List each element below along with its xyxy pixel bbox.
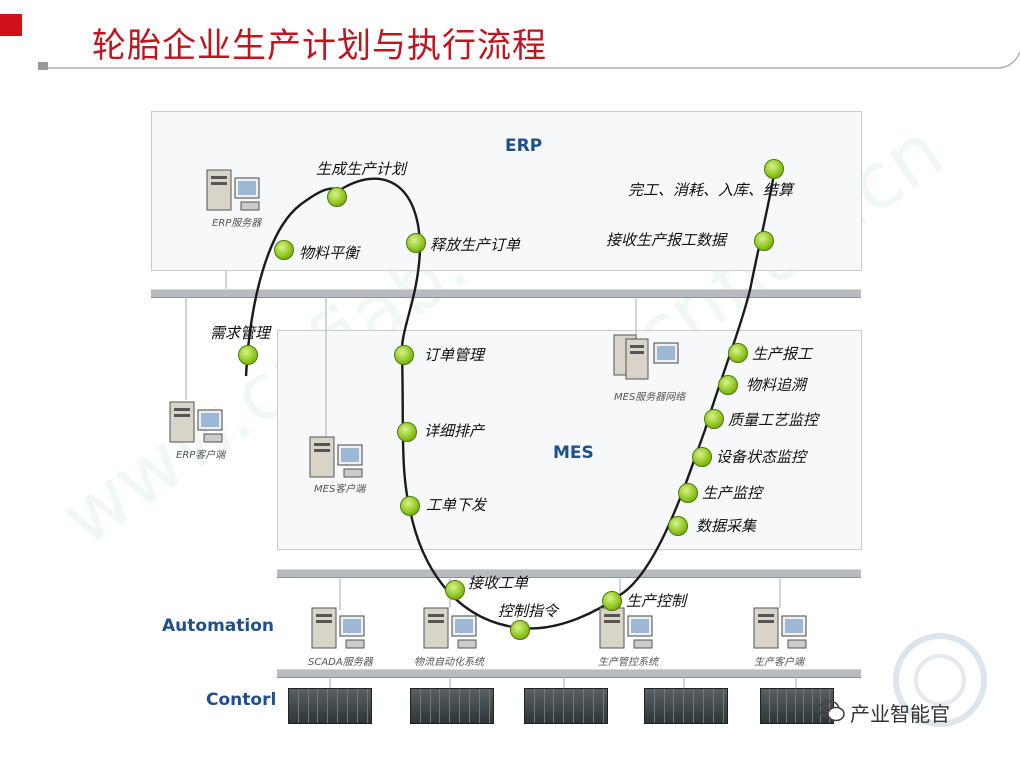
step-label: 物料平衡 [299,244,360,262]
step-label: 完工、消耗、入库、结算 [628,181,794,199]
step-label: 生产报工 [752,345,813,363]
erp-client-icon [169,401,223,443]
step-label: 设备状态监控 [716,448,807,466]
logistics-system-label: 物流自动化系统 [414,657,484,668]
brand-emblem [893,633,987,727]
mes-client-icon [309,436,363,478]
mes-server-icon [613,334,679,380]
mes-layer-label: MES [553,443,594,463]
step-node [400,496,420,516]
step-node [728,343,748,363]
erp-server-label: ERP服务器 [212,218,262,229]
page-title: 轮胎企业生产计划与执行流程 [92,26,547,66]
step-node [668,516,688,536]
step-node [445,580,465,600]
mes-server-label: MES服务器网络 [614,392,686,403]
erp-bus [151,289,861,298]
step-label: 需求管理 [210,324,271,342]
mes-client-label: MES客户端 [314,484,366,495]
step-node [394,345,414,365]
production-client-icon [753,607,807,649]
step-node [510,620,530,640]
step-node [397,422,417,442]
step-label: 数据采集 [696,517,757,535]
plc-unit [410,688,494,724]
step-label: 生成生产计划 [316,160,407,178]
control-bus [277,669,861,678]
wechat-icon [818,700,845,722]
title-marker [0,14,22,36]
erp-layer-label: ERP [505,136,543,156]
step-label: 接收工单 [468,574,529,592]
erp-server-icon [206,169,260,211]
step-node [406,233,426,253]
title-rule [48,51,1020,69]
step-node [692,447,712,467]
step-label: 质量工艺监控 [728,411,819,429]
step-node [327,187,347,207]
plc-unit [644,688,728,724]
step-node [764,159,784,179]
erp-client-label: ERP客户端 [176,450,226,461]
automation-layer-label: Automation [162,616,274,636]
erp-panel [151,111,862,271]
title-rule-marker [38,62,48,70]
manufacturing-system-label: 生产管控系统 [598,657,658,668]
scada-server-icon [311,607,365,649]
step-label: 生产控制 [626,592,687,610]
step-label: 释放生产订单 [430,236,521,254]
manufacturing-system-icon [599,607,653,649]
automation-bus [277,569,861,578]
mes-panel [277,330,862,550]
step-node [718,375,738,395]
step-node [238,345,258,365]
step-label: 工单下发 [426,496,487,514]
step-node [678,483,698,503]
step-node [602,591,622,611]
step-node [274,240,294,260]
plc-unit [760,688,834,724]
step-label: 订单管理 [424,346,485,364]
step-node [704,409,724,429]
step-label: 生产监控 [702,484,763,502]
step-label: 详细排产 [424,422,485,440]
production-client-label: 生产客户端 [754,657,804,668]
step-label: 接收生产报工数据 [606,231,727,249]
brand-name: 产业智能官 [850,702,950,726]
step-label: 物料追溯 [746,376,807,394]
plc-unit [288,688,372,724]
logistics-system-icon [423,607,477,649]
control-layer-label: Contorl [206,690,277,710]
plc-unit [524,688,608,724]
step-node [754,231,774,251]
scada-server-label: SCADA服务器 [308,657,373,668]
step-label: 控制指令 [498,602,559,620]
